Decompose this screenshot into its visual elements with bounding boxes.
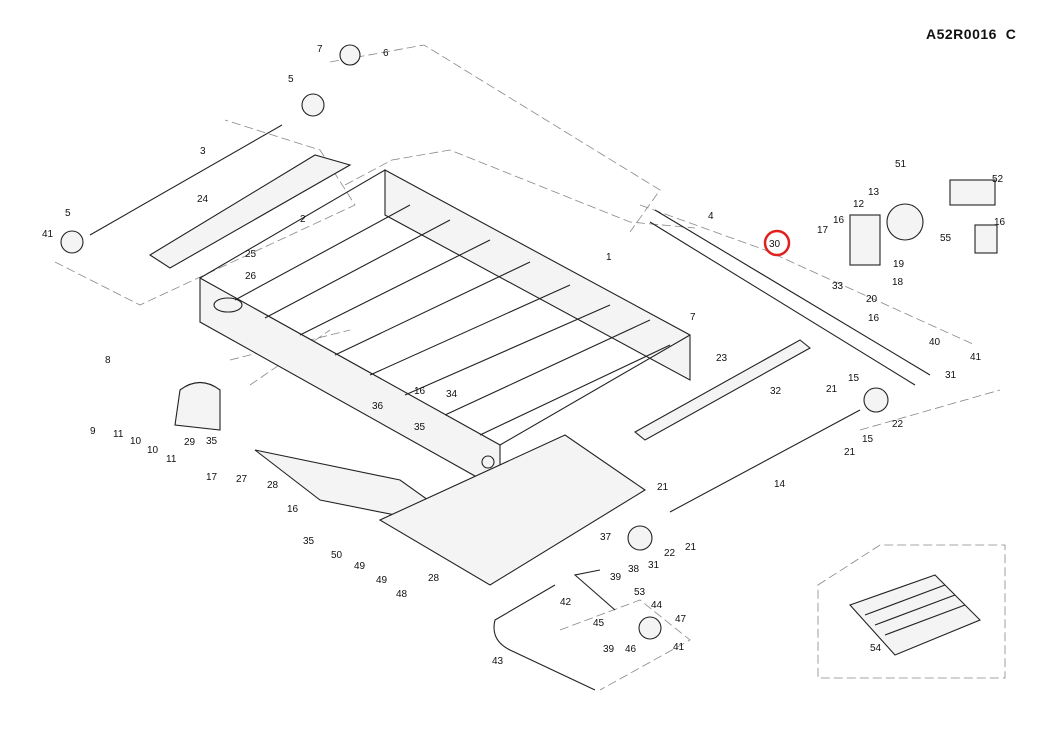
callout-label: 12	[853, 199, 865, 210]
callout-label: 33	[832, 281, 844, 292]
callout-label: 53	[634, 587, 646, 598]
callout-label: 50	[331, 550, 343, 561]
callout-label: 52	[992, 174, 1004, 185]
callout-label: 5	[288, 74, 294, 85]
drawing-number: A52R0016 C	[926, 26, 1016, 42]
callout-label: 2	[300, 214, 306, 225]
callout-label: 35	[303, 536, 315, 547]
callout-label: 16	[414, 386, 426, 397]
shafts	[89, 124, 861, 513]
cable	[493, 569, 662, 691]
callout-label: 42	[560, 597, 572, 608]
callout-label: 27	[236, 474, 248, 485]
callout-label: 55	[940, 233, 952, 244]
callout-label: 7	[690, 312, 696, 323]
callout-label: 43	[492, 656, 504, 667]
callout-labels: 1 2 3 4 5 5 6 7 7 8 9 10 10 11 11 12 13 …	[42, 44, 1006, 667]
callout-label: 36	[372, 401, 384, 412]
callout-label: 13	[868, 187, 880, 198]
callout-label: 26	[245, 271, 257, 282]
callout-label: 22	[892, 419, 904, 430]
callout-label: 40	[929, 337, 941, 348]
bottom-panel-right	[378, 434, 647, 586]
guard	[174, 381, 221, 431]
callout-label: 35	[414, 422, 426, 433]
callout-label: 21	[685, 542, 697, 553]
callout-label: 51	[895, 159, 907, 170]
callout-label: 48	[396, 589, 408, 600]
callout-label: 23	[716, 353, 728, 364]
callout-label: 18	[892, 277, 904, 288]
detail-inset	[817, 544, 1006, 679]
callout-label: 37	[600, 532, 612, 543]
callout-label: 35	[206, 436, 218, 447]
callout-label: 17	[206, 472, 218, 483]
callout-label: 32	[770, 386, 782, 397]
callout-label: 11	[113, 429, 124, 440]
highlight-ring	[763, 229, 791, 257]
callout-label: 15	[848, 373, 860, 384]
callout-label: 7	[317, 44, 323, 55]
callout-label: 41	[970, 352, 982, 363]
callout-label: 34	[446, 389, 458, 400]
callout-label highlighted-callout-label: 30	[769, 239, 781, 250]
callout-label: 10	[130, 436, 142, 447]
callout-label: 4	[708, 211, 714, 222]
callout-label: 16	[994, 217, 1006, 228]
callout-label: 47	[675, 614, 687, 625]
callout-label: 39	[603, 644, 615, 655]
callout-label: 16	[833, 215, 845, 226]
callout-label: 49	[376, 575, 388, 586]
callout-label: 39	[610, 572, 622, 583]
callout-label: 24	[197, 194, 209, 205]
callout-label: 38	[628, 564, 640, 575]
callout-label: 15	[862, 434, 874, 445]
callout-label: 22	[664, 548, 676, 559]
drive-unit	[849, 179, 998, 266]
callout-label: 31	[648, 560, 660, 571]
callout-label: 49	[354, 561, 366, 572]
callout-label: 21	[657, 482, 669, 493]
callout-label: 21	[844, 447, 856, 458]
callout-label: 31	[945, 370, 957, 381]
callout-label: 16	[287, 504, 299, 515]
callout-label: 20	[866, 294, 878, 305]
callout-label: 21	[826, 384, 838, 395]
callout-label: 29	[184, 437, 196, 448]
callout-label: 28	[428, 573, 440, 584]
callout-label: 41	[673, 642, 685, 653]
rail	[634, 339, 811, 441]
callout-label: 28	[267, 480, 279, 491]
drawing-code: A52R0016	[926, 26, 997, 42]
callout-label: 9	[90, 426, 96, 437]
callout-label: 17	[817, 225, 829, 236]
callout-label: 8	[105, 355, 111, 366]
assembly-guide-lines	[54, 44, 1001, 691]
drawing-revision: C	[1005, 26, 1017, 42]
callout-label: 5	[65, 208, 71, 219]
callout-label: 54	[870, 643, 882, 654]
callout-label: 11	[166, 454, 177, 465]
callout-label: 14	[774, 479, 786, 490]
callout-label: 46	[625, 644, 637, 655]
chain	[649, 209, 931, 386]
callout-label: 41	[42, 229, 54, 240]
callout-label: 44	[651, 600, 663, 611]
main-frame	[199, 169, 691, 491]
callout-label: 3	[200, 146, 206, 157]
callout-label: 16	[868, 313, 880, 324]
callout-label: 1	[606, 252, 612, 263]
sprockets	[60, 44, 889, 551]
callout-label: 45	[593, 618, 605, 629]
cover-plate	[148, 154, 352, 269]
callout-label: 6	[383, 48, 389, 59]
callout-label: 10	[147, 445, 159, 456]
callout-label: 19	[893, 259, 905, 270]
callout-label: 25	[245, 249, 257, 260]
